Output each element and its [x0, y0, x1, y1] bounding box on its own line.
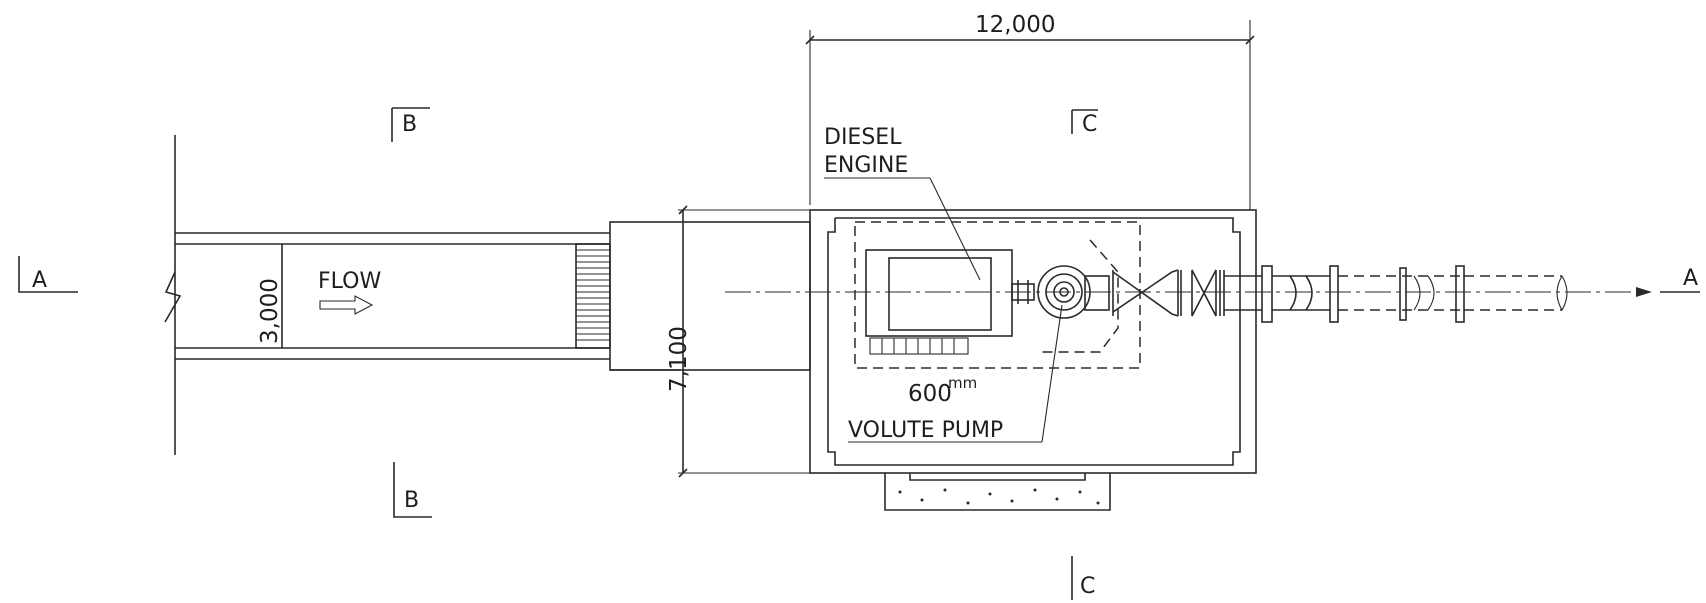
foundation-pad — [884, 473, 1111, 511]
dimension-label-overall-length: 12,000 — [975, 12, 1055, 38]
section-label-c-top: C — [1082, 112, 1097, 137]
section-label-c-bottom: C — [1080, 574, 1095, 599]
engine-label-line1: DIESEL — [824, 125, 902, 150]
section-marker-c-bottom: C — [1071, 556, 1095, 600]
pump-house — [809, 209, 1257, 474]
pump-leader-line — [1041, 304, 1063, 443]
engine-label-line2: ENGINE — [824, 153, 908, 178]
diesel-engine — [865, 249, 1013, 355]
suction-sump — [609, 221, 811, 371]
equipment-base-outline — [854, 221, 1141, 369]
dimension-label-channel-width: 3,000 — [257, 278, 283, 344]
centerline-arrow-icon — [1636, 287, 1652, 297]
flow-label: FLOW — [318, 269, 381, 294]
pump-name-label: VOLUTE PUMP — [848, 418, 1003, 443]
section-label-b-top: B — [402, 112, 417, 137]
engine-leader-line — [929, 177, 981, 281]
dimension-overall-length: 12,000 — [805, 12, 1255, 210]
section-label-b-bottom: B — [404, 488, 419, 513]
flow-arrow-icon — [319, 295, 374, 315]
trash-rack — [575, 243, 611, 349]
pump-size-unit: mm — [948, 374, 977, 392]
pump-size-label: 600 — [908, 381, 952, 407]
section-marker-a-left: A — [18, 256, 78, 293]
section-label-a-left: A — [32, 268, 47, 293]
dimension-label-pit-width: 7,100 — [666, 326, 692, 392]
section-marker-a-right: A — [1660, 266, 1700, 293]
discharge-pipe — [1112, 265, 1568, 323]
dimension-pit-width — [678, 205, 812, 478]
intake-channel — [164, 135, 610, 455]
section-marker-b-top: B — [391, 107, 430, 142]
section-label-a-right: A — [1683, 266, 1698, 291]
section-marker-c-top: C — [1071, 109, 1098, 137]
section-marker-b-bottom: B — [393, 462, 432, 518]
